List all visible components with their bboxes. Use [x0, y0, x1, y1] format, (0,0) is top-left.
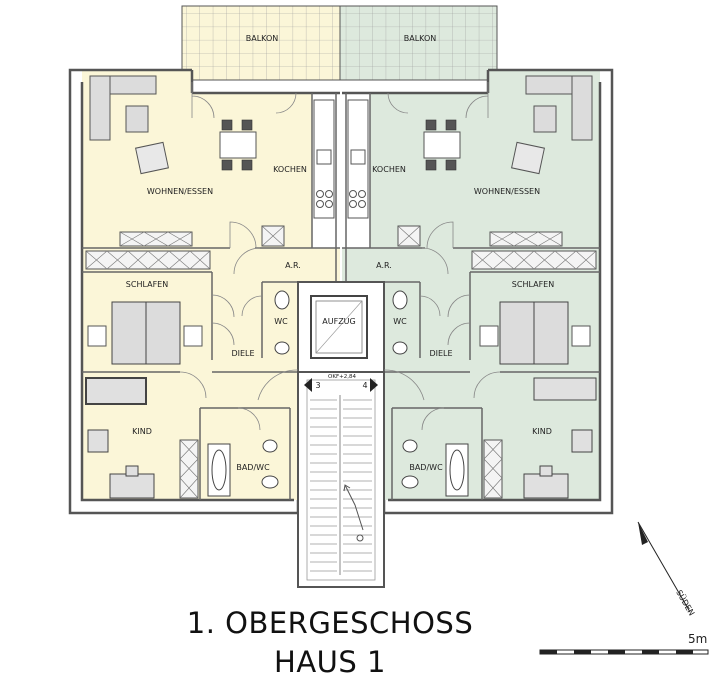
room-label-wc-left: WC	[274, 317, 288, 326]
stair-level-label: OKF+2,84	[328, 374, 356, 380]
room-label-balkon-left: BALKON	[246, 34, 279, 43]
sofa-right	[525, 75, 593, 141]
room-label-kochen-left: KOCHEN	[273, 165, 307, 174]
cabinet-crosses	[85, 225, 597, 499]
sanitary-fixtures	[207, 290, 469, 497]
interior-walls	[82, 93, 600, 500]
room-label-kochen-right: KOCHEN	[372, 165, 406, 174]
kitchen-counters	[313, 99, 369, 219]
core	[297, 281, 385, 588]
scale-bar: 5m	[539, 632, 709, 655]
balcony-right	[339, 5, 498, 81]
armchairs	[135, 141, 545, 175]
room-label-bad-left: BAD/WC	[236, 463, 270, 472]
unit-number-right: 4	[362, 381, 367, 390]
room-label-kind-left: KIND	[132, 427, 152, 436]
room-label-wohnen-left: WOHNEN/ESSEN	[147, 187, 213, 196]
room-label-ar-right: A.R.	[376, 261, 392, 270]
balcony-left	[181, 5, 341, 81]
room-label-balkon-right: BALKON	[404, 34, 437, 43]
plan-subtitle: HAUS 1	[274, 645, 386, 679]
compass-label: SÜDEN	[674, 588, 697, 617]
room-label-wc-right: WC	[393, 317, 407, 326]
room-label-diele-right: DIELE	[429, 349, 452, 358]
room-label-diele-left: DIELE	[231, 349, 254, 358]
room-label-schlafen-left: SCHLAFEN	[126, 280, 168, 289]
room-label-bad-right: BAD/WC	[409, 463, 443, 472]
dining-chairs	[221, 119, 457, 171]
sofa-left	[89, 75, 157, 141]
dining-tables	[219, 131, 461, 159]
nightstands	[87, 325, 591, 347]
doors	[179, 82, 501, 431]
compass-arrow: SÜDEN	[637, 521, 697, 617]
unit-number-left: 3	[315, 381, 320, 390]
room-label-wohnen-right: WOHNEN/ESSEN	[474, 187, 540, 196]
room-label-aufzug: AUFZUG	[322, 317, 355, 326]
stair-landing-arrows	[304, 378, 378, 392]
plan-title: 1. OBERGESCHOSS	[186, 606, 474, 640]
scale-label: 5m	[688, 632, 707, 646]
beds	[111, 301, 569, 365]
stair-treads	[310, 399, 372, 572]
room-labels: BALKON BALKON WOHNEN/ESSEN WOHNEN/ESSEN …	[126, 34, 554, 472]
kids-furniture	[85, 377, 597, 499]
room-label-kind-right: KIND	[532, 427, 552, 436]
stair-direction-arrow	[343, 484, 364, 542]
room-label-schlafen-right: SCHLAFEN	[512, 280, 554, 289]
room-label-ar-left: A.R.	[285, 261, 301, 270]
